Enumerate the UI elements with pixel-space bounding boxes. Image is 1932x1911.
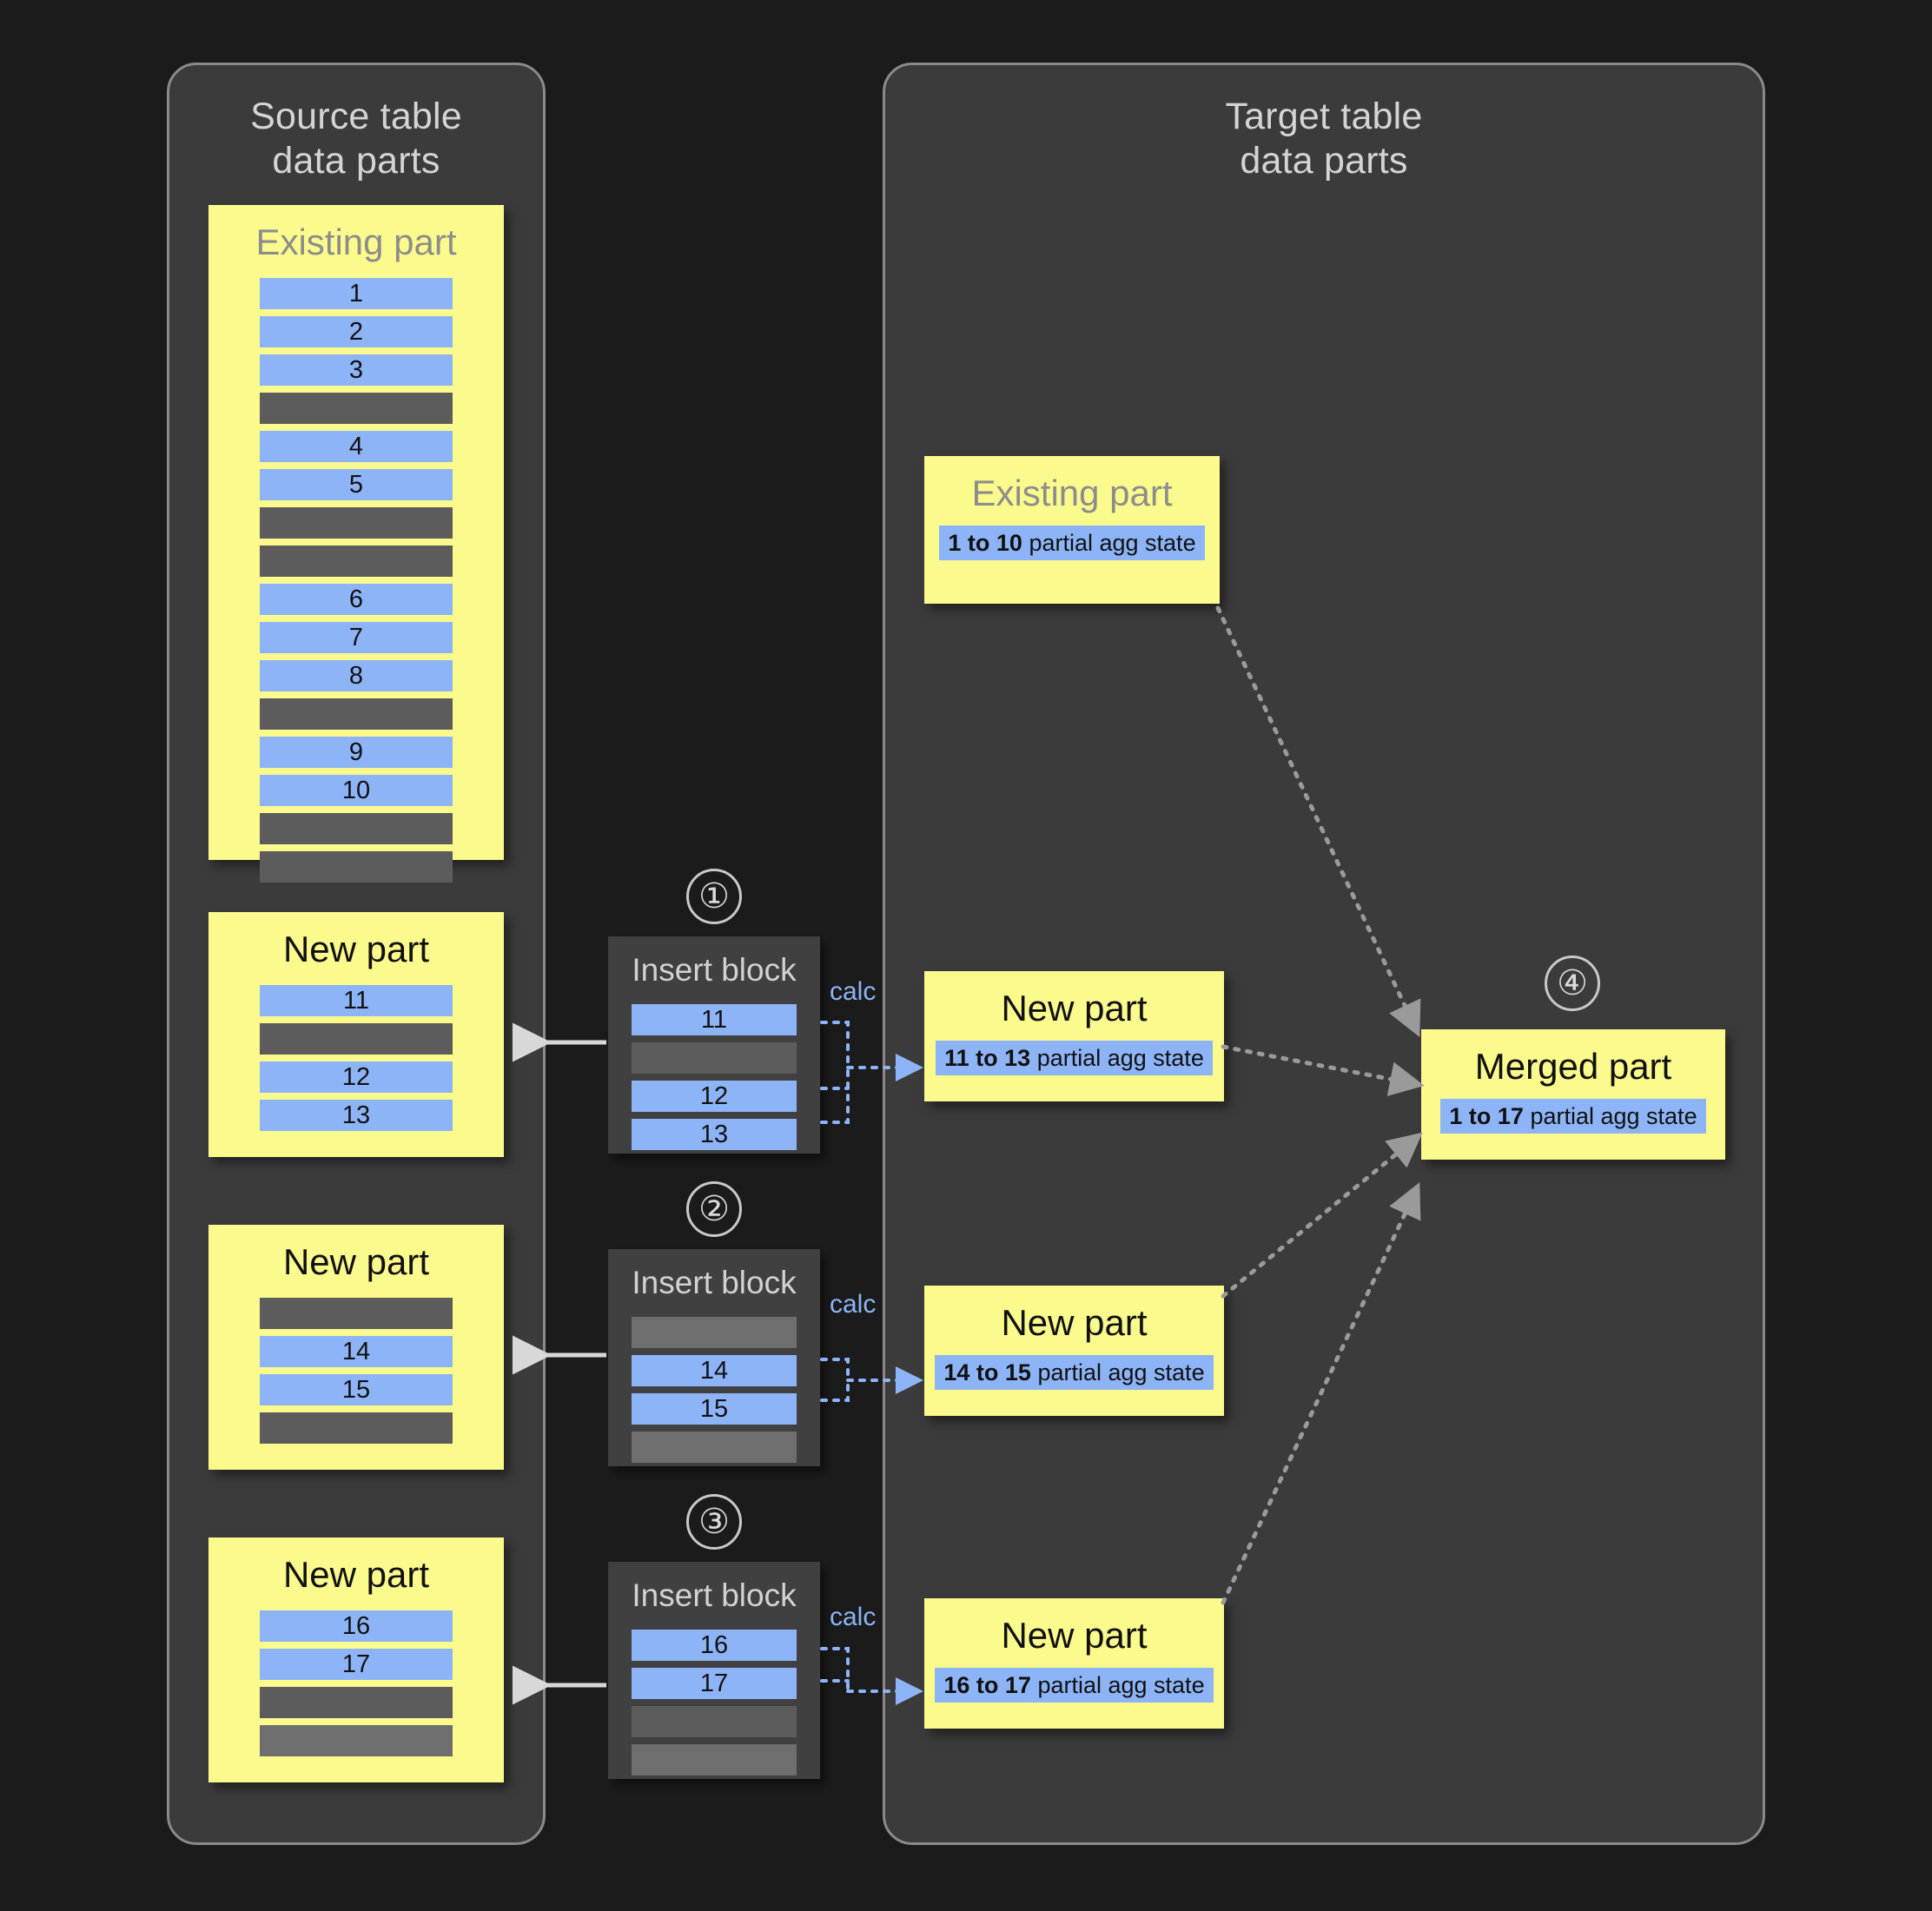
merged-part-agg-suffix: partial agg state [1523,1103,1697,1130]
target-new-part-1-title: New part [1001,988,1148,1028]
source-new-part-1-row-3: 12 [260,1061,453,1094]
target-existing-part-agg-suffix: partial agg state [1022,530,1196,557]
calc-label-3: calc [830,1603,877,1631]
insert-block-2-row-1 [632,1317,797,1348]
insert-block-3-row-4 [632,1744,797,1775]
source-existing-part-row-13: 9 [260,737,453,769]
source-table-title: Source table data parts [250,96,462,182]
target-table-title: Target table data parts [1225,96,1423,182]
source-existing-part-row-2: 2 [260,316,453,348]
source-new-part-1-row-4: 13 [260,1100,453,1132]
target-new-part-3-agg: 16 to 17 partial agg state [935,1668,1214,1703]
step-badge-3: ③ [686,1494,742,1550]
target-existing-part-title: Existing part [971,473,1173,513]
source-new-part-3-row-2: 17 [260,1649,453,1681]
target-new-part-2-title: New part [1001,1302,1148,1343]
merged-part: Merged part 1 to 17 partial agg state [1421,1029,1725,1160]
source-new-part-3-row-3 [260,1687,453,1719]
source-existing-part-row-15 [260,813,453,845]
source-existing-part-row-10: 7 [260,622,453,654]
insert-block-1: Insert block 11 12 13 [608,936,820,1154]
target-new-part-2: New part 14 to 15 partial agg state [924,1286,1224,1416]
insert-block-1-row-3: 12 [632,1081,797,1112]
target-new-part-2-agg-range: 14 to 15 [943,1359,1031,1386]
target-existing-part-agg: 1 to 10 partial agg state [939,526,1205,561]
insert-block-2-row-2: 14 [632,1355,797,1386]
source-existing-part: Existing part 1 2 3 4 5 6 7 8 9 10 [208,205,504,883]
calc-label-2: calc [830,1290,877,1319]
source-existing-part-row-4 [260,393,453,425]
merged-part-agg-range: 1 to 17 [1449,1103,1524,1130]
source-existing-part-row-14: 10 [260,775,453,807]
source-new-part-3-row-4 [260,1725,453,1757]
insert-block-3-row-3 [632,1706,797,1737]
step-badge-1: ① [686,869,742,924]
source-new-part-1-rows: 11 12 13 [208,985,504,1157]
source-new-part-2-row-3: 15 [260,1374,453,1406]
insert-block-1-row-4: 13 [632,1119,797,1150]
target-existing-part: Existing part 1 to 10 partial agg state [924,456,1220,604]
target-new-part-3-agg-suffix: partial agg state [1030,1672,1205,1699]
insert-block-2-title: Insert block [632,1265,797,1300]
source-new-part-3-row-1: 16 [260,1610,453,1643]
insert-block-2-row-3: 15 [632,1393,797,1425]
target-new-part-1-agg-suffix: partial agg state [1030,1045,1204,1072]
source-existing-part-row-1: 1 [260,278,453,310]
insert-block-3-title: Insert block [632,1577,797,1613]
target-new-part-3: New part 16 to 17 partial agg state [924,1598,1224,1729]
merged-part-agg: 1 to 17 partial agg state [1440,1099,1706,1134]
source-existing-part-row-16 [260,851,453,883]
target-new-part-1-agg-range: 11 to 13 [944,1045,1031,1072]
source-new-part-1-row-1: 11 [260,985,453,1017]
source-new-part-2-row-4 [260,1412,453,1445]
target-table-panel: Target table data parts [883,63,1765,1845]
target-new-part-1: New part 11 to 13 partial agg state [924,971,1224,1101]
insert-block-1-row-2 [632,1042,797,1074]
insert-block-3-row-1: 16 [632,1630,797,1661]
target-existing-part-agg-range: 1 to 10 [948,530,1022,557]
target-new-part-2-agg-suffix: partial agg state [1030,1359,1205,1386]
target-new-part-3-agg-range: 16 to 17 [943,1672,1031,1699]
source-existing-part-row-7 [260,507,453,539]
source-new-part-1-row-2 [260,1023,453,1055]
source-existing-part-title: Existing part [255,222,457,262]
insert-block-1-row-1: 11 [632,1004,797,1035]
target-new-part-2-agg: 14 to 15 partial agg state [935,1355,1214,1391]
source-new-part-2-row-2: 14 [260,1336,453,1368]
target-new-part-3-title: New part [1001,1615,1148,1656]
insert-block-3-row-2: 17 [632,1668,797,1699]
source-new-part-1-title: New part [282,929,430,969]
insert-block-2-row-4 [632,1432,797,1463]
source-new-part-3-title: New part [282,1554,430,1595]
insert-block-2: Insert block 14 15 [608,1249,820,1466]
source-existing-part-row-11: 8 [260,660,453,692]
source-existing-part-row-5: 4 [260,431,453,463]
insert-block-3: Insert block 16 17 [608,1562,820,1779]
source-existing-part-row-6: 5 [260,469,453,501]
source-existing-part-row-3: 3 [260,354,453,387]
step-badge-2: ② [686,1181,742,1237]
target-new-part-1-agg: 11 to 13 partial agg state [936,1041,1213,1076]
insert-block-1-title: Insert block [632,952,797,988]
source-new-part-1: New part 11 12 13 [208,912,504,1157]
source-existing-part-row-12 [260,698,453,731]
merged-part-title: Merged part [1474,1046,1672,1087]
source-new-part-2-row-1 [260,1298,453,1330]
source-new-part-2-title: New part [282,1241,430,1282]
source-existing-part-row-9: 6 [260,584,453,616]
source-existing-part-row-8 [260,546,453,578]
step-badge-4: ④ [1545,956,1600,1011]
calc-label-1: calc [830,977,877,1006]
source-existing-part-rows: 1 2 3 4 5 6 7 8 9 10 [208,278,504,909]
insert-block-1-rows: 11 12 13 [608,1004,820,1176]
